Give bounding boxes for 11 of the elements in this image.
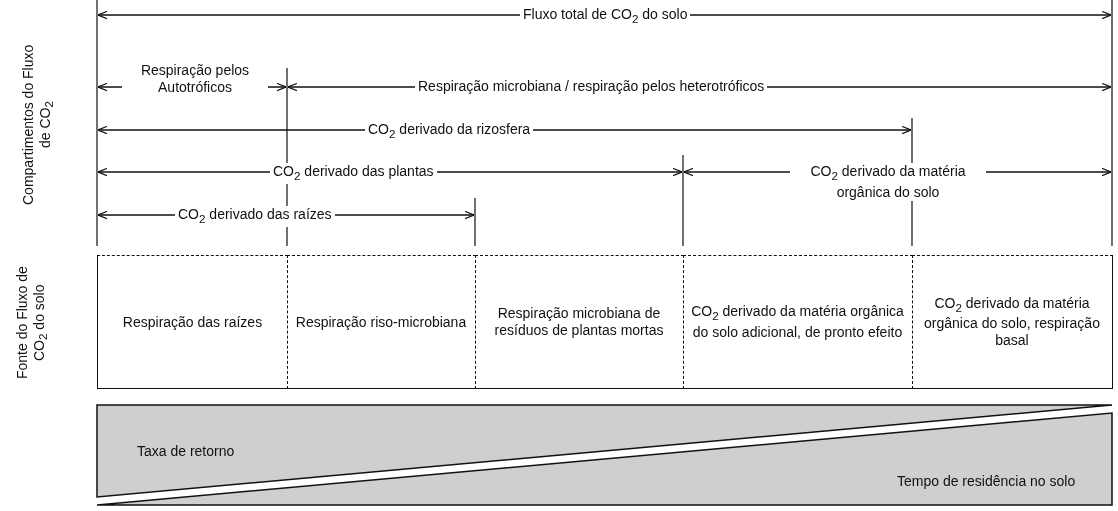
dimension-label: CO$_{2}$ derivado das raízes: [175, 206, 335, 227]
flux-source-cell: CO$_{2}$ derivado da matéria orgânica do solo, respiração basal: [912, 255, 1113, 389]
flux-source-cell: Respiração das raízes: [97, 255, 288, 389]
wedge-label: Taxa de retorno: [137, 443, 235, 459]
dimension-label: Respiração microbiana / respiração pelos heterotróficos: [415, 78, 768, 95]
dimension-label: CO$_{2}$ derivado das plantas: [270, 163, 437, 184]
flux-source-cell: CO$_{2}$ derivado da matéria orgânica do solo adicional, de pronto efeito: [683, 255, 913, 389]
flux-source-cell: Respiração microbiana de resíduos de plantas mortas: [475, 255, 684, 389]
dimension-label: CO$_{2}$ derivado da matéria orgânica do solo: [790, 163, 986, 201]
wedge-label: Tempo de residência no solo: [897, 473, 1076, 489]
flux-source-cell: Respiração riso-microbiana: [287, 255, 476, 389]
